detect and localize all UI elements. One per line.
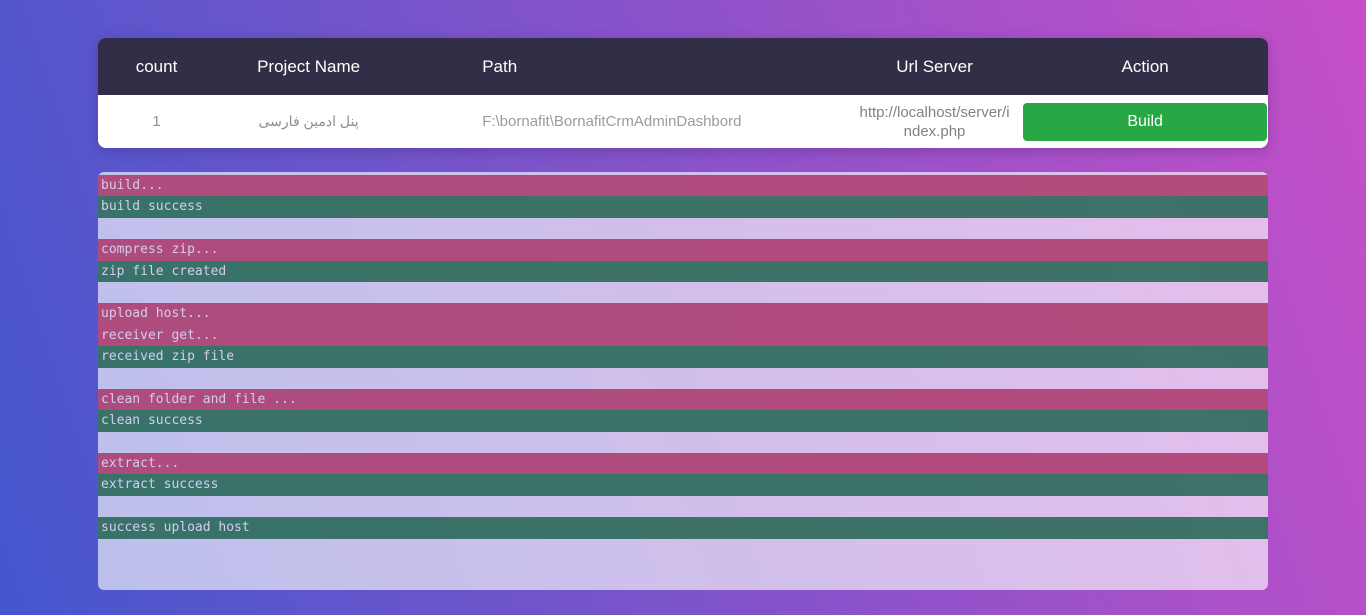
log-line: received zip file	[98, 346, 1268, 368]
log-line	[98, 432, 1268, 453]
build-button[interactable]: Build	[1023, 102, 1267, 141]
log-line: receiver get...	[98, 324, 1268, 347]
log-line: clean folder and file ...	[98, 388, 1268, 411]
log-line: extract success	[98, 474, 1268, 496]
log-line: build success	[98, 196, 1268, 218]
log-line: extract...	[98, 453, 1268, 475]
table-header-row: count Project Name Path Url Server Actio…	[98, 38, 1268, 95]
log-line	[98, 282, 1268, 303]
log-line: zip file created	[98, 260, 1268, 282]
log-line	[98, 368, 1268, 389]
cell-action: Build	[1022, 102, 1268, 141]
cell-url-server: http://localhost/server/index.php	[847, 103, 1023, 141]
log-line: upload host...	[98, 303, 1268, 325]
header-cell-path: Path	[482, 56, 518, 76]
log-line: compress zip...	[98, 239, 1268, 261]
log-line: success upload host	[98, 517, 1268, 539]
log-line: build...	[98, 175, 1268, 197]
header-cell-url-server: Url Server	[896, 56, 973, 76]
content-area: count Project Name Path Url Server Actio…	[98, 0, 1268, 590]
url-server-text: http://localhost/server/index.php	[859, 103, 1010, 140]
log-panel: build...build success compress zip...zip…	[98, 172, 1268, 590]
log-line	[98, 218, 1268, 239]
log-line: clean success	[98, 410, 1268, 432]
cell-count: 1	[152, 113, 161, 130]
log-line	[98, 496, 1268, 517]
header-cell-action: Action	[1121, 56, 1169, 76]
table-row: 1 پنل ادمین فارسی F:\bornafit\BornafitCr…	[98, 95, 1268, 148]
cell-path: F:\bornafit\BornafitCrmAdminDashbord	[482, 113, 742, 130]
header-cell-count: count	[135, 56, 178, 76]
projects-table: count Project Name Path Url Server Actio…	[98, 38, 1268, 148]
cell-project-name: پنل ادمین فارسی	[258, 113, 359, 129]
header-cell-project-name: Project Name	[257, 56, 361, 76]
